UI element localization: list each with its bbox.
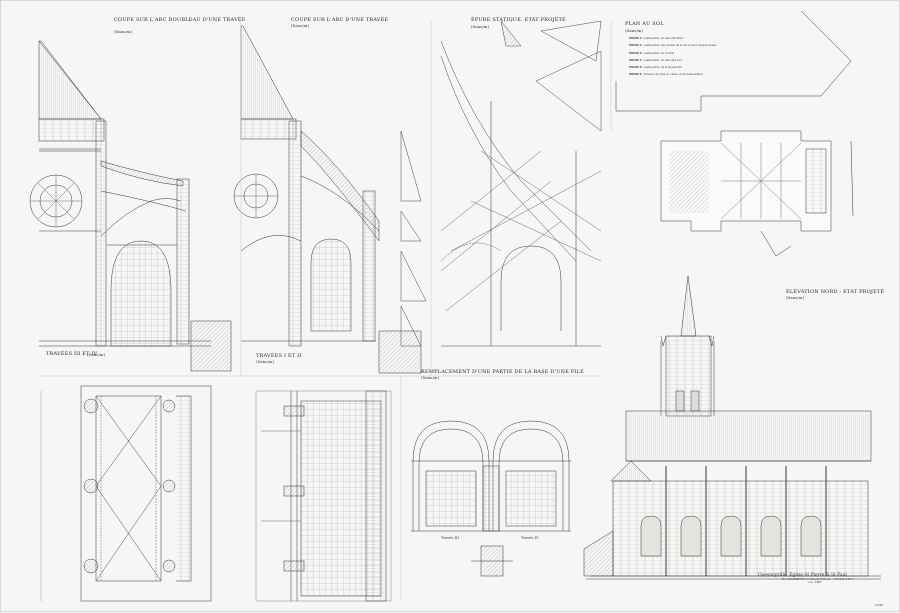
travee-title: COUPE SUR L'ARC D'UNE TRAVÉE [291, 17, 389, 23]
phase-row: PHASE 2 : restauration des voûtes de la … [629, 44, 716, 48]
doubleau-scale: (Sans/m) [114, 29, 133, 34]
travees12-scale: (Sans/m) [256, 359, 275, 364]
title-author: Ph. VILLENEUVE Architecte D.P.L.G. - C.E… [782, 577, 854, 581]
sheet-number: 11/56 [875, 603, 884, 607]
plan-scale: (Sans/m) [625, 28, 644, 33]
phase-row: PHASE 3 : restauration du clocher [629, 51, 675, 55]
phase-row: PHASE 1 : restauration du bas-côté Nord [629, 37, 684, 40]
bay-label-right: Travée IV [521, 536, 539, 540]
travees12-drawing [255, 390, 392, 602]
doubleau-title: COUPE SUR L'ARC DOUBLEAU D'UNE TRAVÉE [114, 17, 246, 23]
phase-row: PHASE 5 : restauration de la façade Est [629, 66, 682, 70]
epure-scale: (Sans/m) [471, 24, 490, 29]
elevation-scale: (Sans/m) [786, 295, 805, 300]
plan-phase-legend: PHASE 1 : restauration du bas-côté Nord … [629, 37, 719, 77]
epure-drawing [400, 20, 602, 347]
elevation-drawing [583, 275, 881, 580]
remplacement-scale: (Sans/m) [421, 375, 440, 380]
title-date: nov. 1987 [808, 580, 822, 585]
phase-row: PHASE 6 : travaux de mise en valeur et d… [629, 73, 704, 77]
title-block: Quesnoyville Église St Pierre & St Paul … [758, 573, 893, 585]
travee-scale: (Sans/m) [291, 23, 310, 28]
phase-row: PHASE 4 : restauration du bas-côté Sud [629, 58, 682, 62]
travee-section-drawing [233, 25, 422, 374]
travees34-drawing [40, 385, 212, 602]
title-church: Église St Pierre & St Paul [789, 573, 847, 578]
elevation-title: ÉLÉVATION NORD - Etat projeté [786, 289, 885, 295]
title-town: Quesnoyville [758, 573, 787, 578]
remplacement-title: REMPLACEMENT D'UNE PARTIE DE LA BASE D'U… [421, 369, 584, 375]
epure-title: ÉPURE STATIQUE. Etat projeté [471, 17, 566, 23]
travees12-title: TRAVÉES I ET II [256, 353, 302, 359]
plan-title: PLAN AU SOL [625, 21, 664, 27]
title-block-place: Quesnoyville Église St Pierre & St Paul [758, 573, 893, 578]
bay-label-left: Travée III [441, 536, 459, 540]
travees34-title: TRAVÉES III ET IV [46, 351, 98, 357]
doubleau-section-drawing [29, 40, 232, 372]
plan-drawing [615, 10, 854, 257]
remplacement-drawing [411, 420, 571, 577]
travees34-scale: (Sans/m) [87, 352, 106, 357]
